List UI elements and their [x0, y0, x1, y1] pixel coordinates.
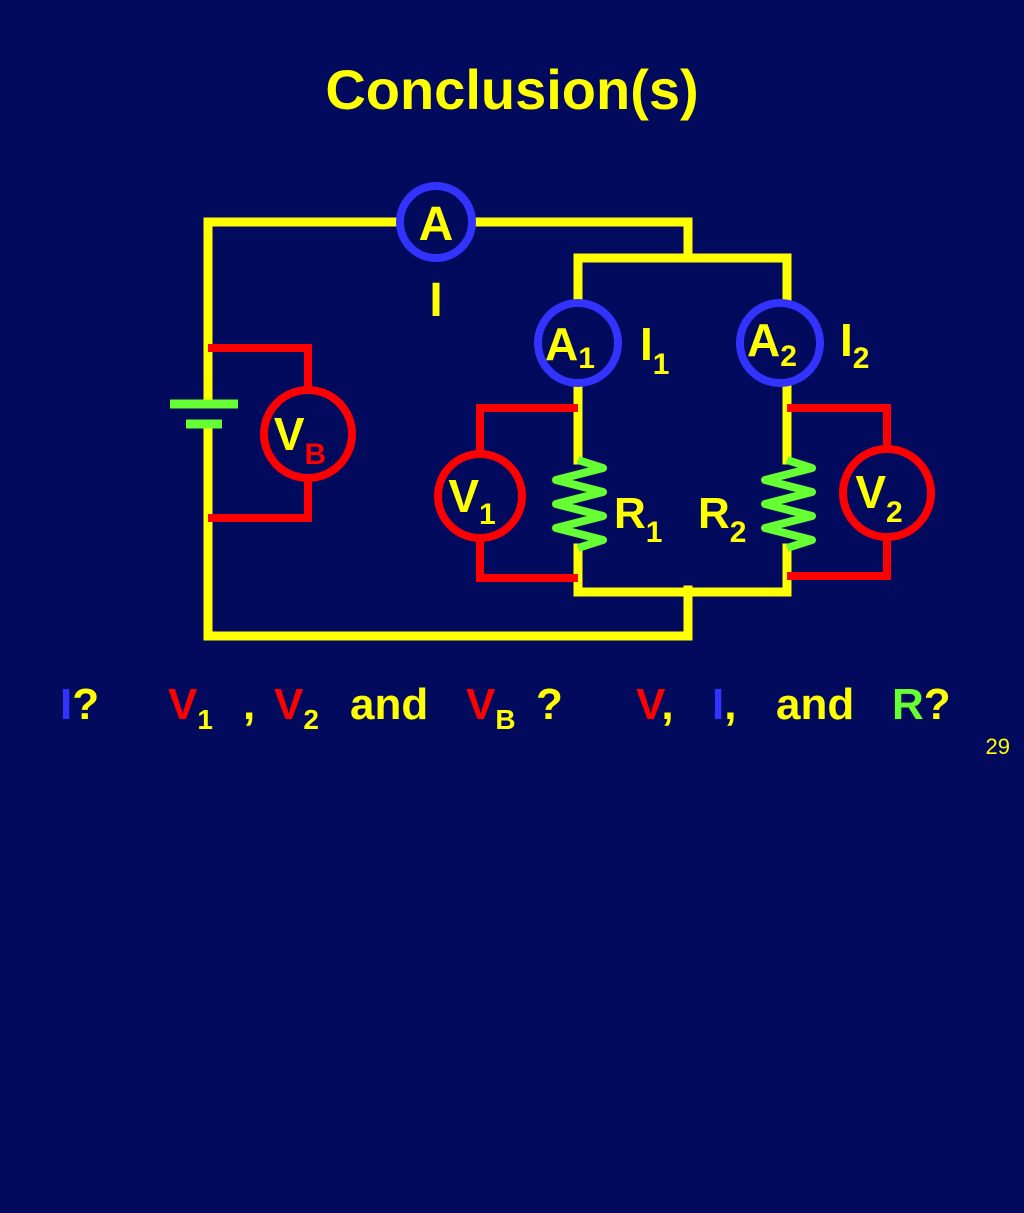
- vb-lead: [208, 344, 312, 522]
- q-and-1: and: [350, 680, 429, 729]
- ammeter-1-subscript: 1: [578, 342, 595, 375]
- q-i-letter-2: I: [712, 680, 725, 729]
- ammeter-2-subscript: 2: [780, 340, 797, 373]
- ammeter-2-current-label: I: [840, 314, 853, 366]
- voltmeter-1: V1: [434, 450, 526, 542]
- resistor-1-subscript: 1: [646, 516, 663, 549]
- v1-lead: [476, 404, 578, 582]
- resistor-2: [761, 456, 816, 552]
- svg-text:VB: VB: [274, 408, 326, 471]
- ammeter-1-current-label: I: [640, 318, 653, 370]
- main-loop-wire-lower: [203, 423, 693, 641]
- svg-text:R1: R1: [614, 489, 662, 549]
- q-v-letter: V: [636, 680, 662, 729]
- v2-lead: [787, 404, 891, 580]
- voltmeter-2: V2: [839, 445, 935, 541]
- question-line: I? V1 , V2 and VB ? V, I, and R?: [0, 683, 1024, 1211]
- resistor-2-subscript: 2: [730, 516, 747, 549]
- voltmeter-2-symbol: V: [855, 466, 886, 518]
- voltmeter-1-subscript: 1: [479, 498, 496, 531]
- ammeter-1-symbol: A: [545, 318, 578, 370]
- q-comma-3: ,: [724, 680, 737, 729]
- top-wire-right: [467, 217, 693, 263]
- ammeter-2-symbol: A: [747, 314, 780, 366]
- ammeter-main: A: [396, 182, 476, 262]
- q-i-letter: I: [60, 680, 73, 729]
- svg-text:A1: A1: [545, 318, 595, 375]
- voltmeter-2-subscript: 2: [886, 496, 903, 529]
- q-v2-letter: V: [274, 680, 304, 729]
- wires: [203, 217, 792, 641]
- voltmeter-1-symbol: V: [448, 470, 479, 522]
- ammeter-2: A2: [736, 299, 824, 387]
- q-comma-1: ,: [243, 680, 256, 729]
- ammeter-1-current-subscript: 1: [653, 348, 670, 381]
- resistor-1: [552, 456, 607, 552]
- ammeter-2-current-subscript: 2: [853, 342, 870, 375]
- circuit-diagram: A I A1 I1 A2 I2 VB V1 V2 R1 R2: [170, 182, 935, 641]
- voltmeter-b: VB: [260, 386, 356, 482]
- ammeter-1: A1: [534, 299, 622, 387]
- q-r-letter: R: [892, 680, 924, 729]
- svg-text:A2: A2: [747, 314, 797, 373]
- q-vb-sub: B: [495, 704, 516, 735]
- main-loop-wire: [203, 217, 405, 405]
- q-comma-2: ,: [661, 680, 674, 729]
- resistor-2-symbol: R: [698, 489, 730, 538]
- voltmeter-b-symbol: V: [274, 408, 305, 460]
- voltmeter-leads: [208, 344, 891, 582]
- q-mark-1: ?: [72, 680, 100, 729]
- svg-text:R2: R2: [698, 489, 746, 549]
- q-v1-sub: 1: [197, 704, 213, 735]
- q-and-2: and: [776, 680, 855, 729]
- resistors: [552, 456, 816, 552]
- svg-text:I1: I1: [640, 318, 669, 381]
- q-v2-sub: 2: [303, 704, 319, 735]
- svg-text:V1: V1: [448, 470, 495, 531]
- q-mark-3: ?: [923, 680, 951, 729]
- resistor-1-symbol: R: [614, 489, 646, 538]
- svg-text:I2: I2: [840, 314, 869, 375]
- q-mark-2: ?: [536, 680, 563, 729]
- ammeter-main-current-label: I: [429, 274, 442, 327]
- svg-text:V2: V2: [855, 466, 902, 529]
- ammeter-main-symbol: A: [419, 198, 454, 251]
- slide-number: 29: [985, 734, 1010, 759]
- q-v1-letter: V: [168, 680, 198, 729]
- slide-title: Conclusion(s): [325, 58, 699, 121]
- battery: [170, 399, 238, 429]
- voltmeter-b-subscript: B: [305, 438, 327, 471]
- q-vb-letter: V: [466, 680, 496, 729]
